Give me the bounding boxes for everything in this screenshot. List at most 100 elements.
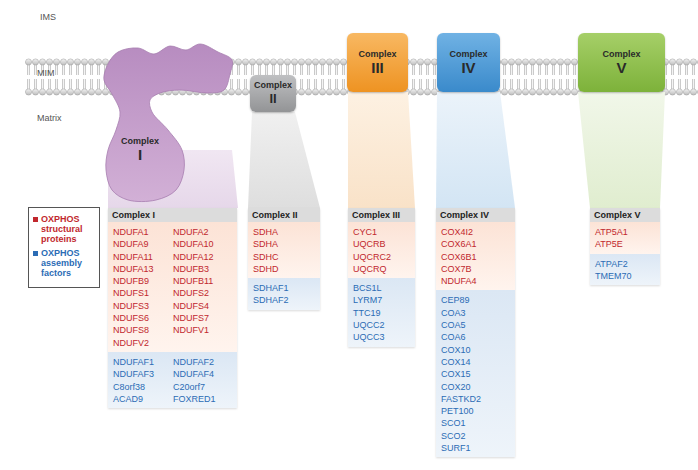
gene-name: NDUFS1 bbox=[113, 287, 149, 299]
complex-word: Complex bbox=[358, 49, 396, 60]
assembly-factor-list: BCS1LLYRM7TTC19UQCC2UQCC3 bbox=[348, 278, 415, 346]
legend-text: OXPHOS structural proteins bbox=[41, 214, 95, 244]
gene-name: NDUFA9 bbox=[113, 238, 149, 250]
gene-name: NDUFAF3 bbox=[113, 368, 154, 380]
gene-name: NDUFA4 bbox=[441, 275, 477, 287]
projection-fan bbox=[436, 92, 515, 208]
gene-table: Complex IIICYC1UQCRBUQCRC2UQCRQBCS1LLYRM… bbox=[348, 208, 415, 347]
complex-numeral: II bbox=[269, 91, 276, 107]
legend-box: OXPHOS structural proteinsOXPHOS assembl… bbox=[28, 207, 100, 288]
complex-box: ComplexII bbox=[250, 75, 296, 112]
structural-protein-list: CYC1UQCRBUQCRC2UQCRQ bbox=[348, 222, 415, 278]
gene-name: COX7B bbox=[441, 263, 472, 275]
gene-name: C8orf38 bbox=[113, 381, 145, 393]
gene-name: NDUFS4 bbox=[173, 300, 209, 312]
gene-name: NDUFV1 bbox=[173, 324, 209, 336]
gene-name: SCO1 bbox=[441, 417, 466, 429]
legend-entry: OXPHOS assembly factors bbox=[33, 248, 95, 278]
gene-name: NDUFA13 bbox=[113, 263, 154, 275]
gene-name: UQCRC2 bbox=[353, 251, 391, 263]
gene-name: NDUFS6 bbox=[113, 312, 149, 324]
structural-protein-list: SDHASDHASDHCSDHD bbox=[248, 222, 320, 278]
complex-numeral: IV bbox=[461, 60, 475, 76]
gene-name: SDHD bbox=[253, 263, 279, 275]
gene-name: NDUFA1 bbox=[113, 226, 149, 238]
gene-name: NDUFS2 bbox=[173, 287, 209, 299]
table-heading: Complex II bbox=[248, 208, 320, 222]
gene-name: ACAD9 bbox=[113, 393, 143, 405]
gene-name: NDUFA2 bbox=[173, 226, 209, 238]
assembly-factor-list: CEP89COA3COA5COA6COX10COX14COX15COX20FAS… bbox=[436, 290, 515, 457]
gene-name: NDUFA10 bbox=[173, 238, 214, 250]
projection-fan bbox=[348, 92, 415, 208]
complex-outline bbox=[104, 44, 233, 202]
gene-name: CYC1 bbox=[353, 226, 377, 238]
assembly-factor-list: ATPAF2TMEM70 bbox=[590, 254, 660, 286]
gene-name: ATPAF2 bbox=[595, 258, 628, 270]
gene-name: NDUFAF4 bbox=[173, 368, 214, 380]
gene-name: UQCRQ bbox=[353, 263, 387, 275]
legend-swatch bbox=[33, 217, 38, 222]
gene-name: NDUFV2 bbox=[113, 337, 149, 349]
projection-fan bbox=[248, 112, 320, 208]
gene-name: COA5 bbox=[441, 319, 466, 331]
structural-protein-list: ATP5A1ATP5E bbox=[590, 222, 660, 254]
gene-name: UQCC3 bbox=[353, 331, 385, 343]
compartment-label: Matrix bbox=[37, 113, 62, 123]
gene-name: CEP89 bbox=[441, 294, 470, 306]
gene-name: SDHAF2 bbox=[253, 294, 289, 306]
gene-table: Complex INDUFA1NDUFA2NDUFA9NDUFA10NDUFA1… bbox=[108, 208, 237, 408]
gene-name: NDUFB9 bbox=[113, 275, 149, 287]
gene-name: SURF1 bbox=[441, 442, 471, 454]
gene-name: NDUFS3 bbox=[113, 300, 149, 312]
assembly-factor-list: SDHAF1SDHAF2 bbox=[248, 278, 320, 310]
gene-name: PET100 bbox=[441, 405, 474, 417]
legend-text: OXPHOS assembly factors bbox=[41, 248, 95, 278]
structural-protein-list: NDUFA1 NDUFA2NDUFA9 NDUFA10NDUFA11 NDUFA12N… bbox=[108, 222, 237, 352]
complex-box: ComplexV bbox=[578, 33, 665, 92]
gene-name: COA3 bbox=[441, 307, 466, 319]
complex-numeral: III bbox=[371, 60, 384, 76]
gene-name: FASTKD2 bbox=[441, 393, 481, 405]
complex-label: ComplexI bbox=[108, 136, 172, 163]
gene-name: SDHA bbox=[253, 226, 278, 238]
gene-name: C20orf7 bbox=[173, 381, 205, 393]
gene-name: COX4I2 bbox=[441, 226, 473, 238]
complex-word: Complex bbox=[121, 136, 159, 147]
projection-fan bbox=[578, 92, 665, 208]
gene-name: SDHC bbox=[253, 251, 279, 263]
gene-name: SDHA bbox=[253, 238, 278, 250]
gene-name: TTC19 bbox=[353, 307, 381, 319]
gene-name: LYRM7 bbox=[353, 294, 382, 306]
gene-name: BCS1L bbox=[353, 282, 382, 294]
legend-swatch bbox=[33, 251, 38, 256]
complex-word: Complex bbox=[602, 49, 640, 60]
gene-name: SCO2 bbox=[441, 430, 466, 442]
gene-name: FOXRED1 bbox=[173, 393, 216, 405]
gene-name: COX10 bbox=[441, 344, 471, 356]
gene-name: UQCRB bbox=[353, 238, 386, 250]
complex-shape: ComplexI bbox=[98, 40, 238, 205]
gene-name: COA6 bbox=[441, 331, 466, 343]
legend-entry: OXPHOS structural proteins bbox=[33, 214, 95, 244]
gene-name: NDUFA11 bbox=[113, 251, 153, 263]
gene-name: NDUFS7 bbox=[173, 312, 209, 324]
gene-name: ATP5A1 bbox=[595, 226, 628, 238]
gene-name: UQCC2 bbox=[353, 319, 385, 331]
gene-name: COX6B1 bbox=[441, 251, 477, 263]
gene-name: NDUFA12 bbox=[173, 251, 214, 263]
assembly-factor-list: NDUFAF1 NDUFAF2NDUFAF3 NDUFAF4C8orf38 C20or… bbox=[108, 352, 237, 408]
compartment-label: IMS bbox=[40, 12, 56, 22]
compartment-label: MIM bbox=[37, 68, 55, 78]
complex-numeral: I bbox=[138, 147, 142, 163]
gene-table: Complex IISDHASDHASDHCSDHDSDHAF1SDHAF2 bbox=[248, 208, 320, 310]
complex-word: Complex bbox=[449, 49, 487, 60]
complex-numeral: V bbox=[616, 60, 626, 76]
gene-name: NDUFAF2 bbox=[173, 356, 214, 368]
gene-name: NDUFAF1 bbox=[113, 356, 154, 368]
gene-name: NDUFB11 bbox=[173, 275, 213, 287]
gene-name: SDHAF1 bbox=[253, 282, 289, 294]
gene-name: COX20 bbox=[441, 381, 471, 393]
gene-table: Complex VATP5A1ATP5EATPAF2TMEM70 bbox=[590, 208, 660, 285]
